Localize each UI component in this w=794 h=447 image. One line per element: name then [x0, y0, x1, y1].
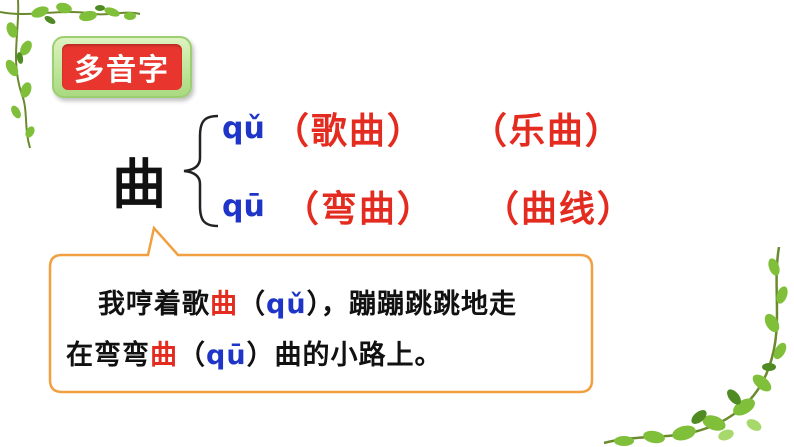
sentence-1-open-paren: （ [238, 289, 266, 320]
pinyin-2: qū [222, 188, 265, 224]
word-2-2: （曲线） [482, 189, 635, 230]
example-sentence-line-2: 在弯弯曲（qū）曲的小路上。 [66, 333, 586, 372]
pinyin-1: qǔ [222, 110, 265, 146]
sentence-1-pinyin: qǔ [266, 289, 307, 320]
sentence-1-before: 我哼着歌 [98, 289, 210, 320]
brace-icon [183, 114, 219, 228]
sentence-2-open-paren: （ [178, 340, 206, 371]
sentence-2-before: 在弯弯 [66, 340, 150, 371]
sentence-1-highlight: 曲 [210, 289, 238, 320]
sentence-2-pinyin: qū [206, 340, 247, 371]
title-badge: 多音字 [52, 36, 192, 98]
main-character: 曲 [112, 152, 166, 216]
title-badge-label: 多音字 [62, 44, 182, 90]
pronunciation-row-1: qǔ （歌曲） （乐曲） [222, 100, 623, 156]
vine-decoration-bottom-right [603, 247, 788, 446]
word-1-1: （歌曲） [272, 111, 425, 152]
example-sentence-line-1: 我哼着歌曲（qǔ），蹦蹦跳跳地走 [98, 282, 618, 321]
sentence-2-highlight: 曲 [150, 340, 178, 371]
sentence-1-after: ），蹦蹦跳跳地走 [306, 289, 518, 320]
pronunciation-row-2: qū （弯曲） （曲线） [222, 178, 635, 234]
sentence-2-after: ）曲的小路上。 [246, 340, 443, 371]
vine-decoration-top-left [0, 0, 141, 149]
word-1-2: （乐曲） [470, 111, 623, 152]
word-2-1: （弯曲） [282, 189, 435, 230]
